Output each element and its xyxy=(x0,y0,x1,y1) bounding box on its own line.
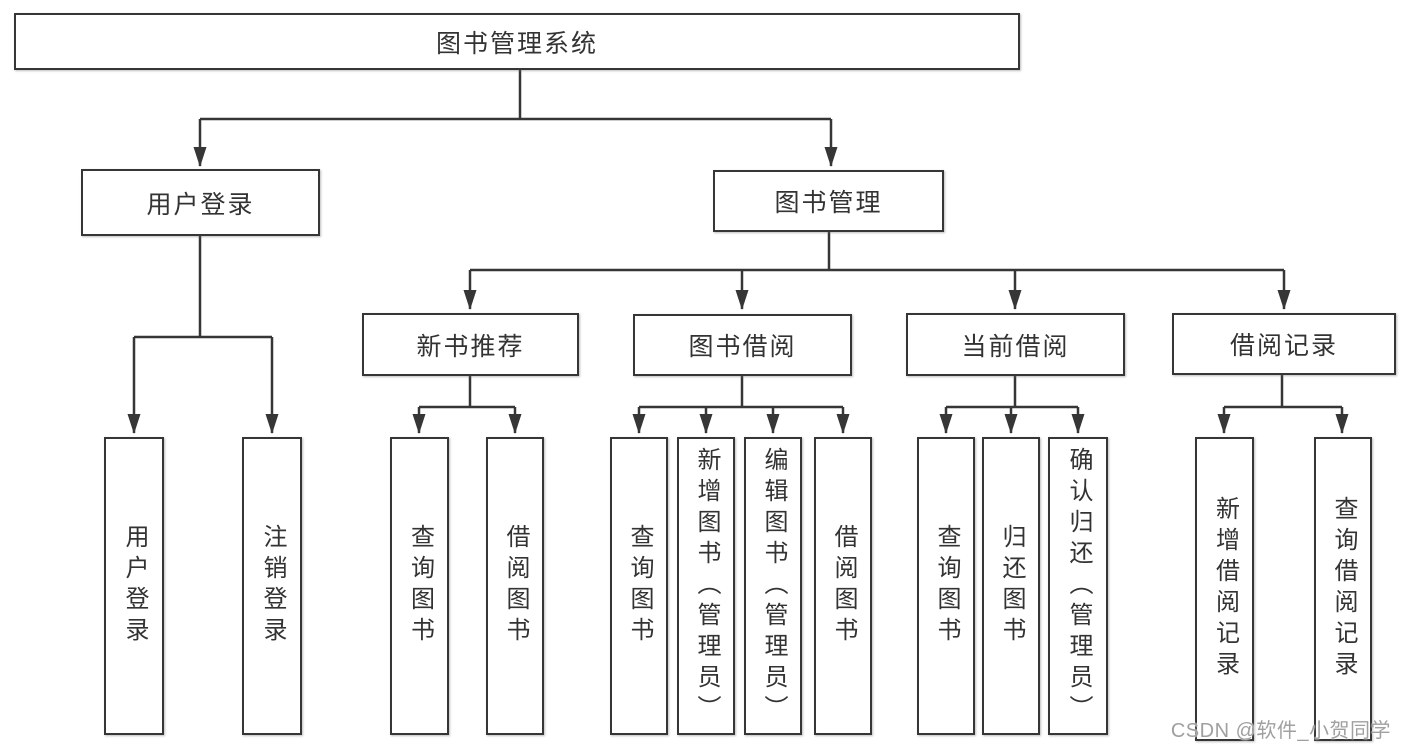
leaf-query-books: 查询图书 xyxy=(917,437,975,735)
leaf-query-books: 查询图书 xyxy=(610,437,668,735)
leaf-query-books: 查询图书 xyxy=(390,437,449,735)
elbow-connectors xyxy=(127,67,1349,434)
leaf-borrow-books: 借阅图书 xyxy=(814,437,872,735)
leaf-user-login: 用户登录 xyxy=(104,437,164,735)
node-user-login: 用户登录 xyxy=(81,169,320,236)
node-borrow-records: 借阅记录 xyxy=(1172,313,1396,375)
node-book-borrow: 图书借阅 xyxy=(633,314,852,376)
leaf-logout: 注销登录 xyxy=(242,437,302,735)
leaf-borrow-books: 借阅图书 xyxy=(486,437,544,735)
node-new-book-recommend: 新书推荐 xyxy=(362,313,579,376)
leaf-add-books-admin: 新增图书（管理员） xyxy=(677,437,735,735)
leaf-edit-books-admin: 编辑图书（管理员） xyxy=(744,437,802,735)
leaf-add-borrow-record: 新增借阅记录 xyxy=(1195,437,1254,741)
leaf-query-borrow-record: 查询借阅记录 xyxy=(1314,437,1372,741)
node-book-management: 图书管理 xyxy=(713,170,944,232)
node-root-system: 图书管理系统 xyxy=(14,13,1020,70)
leaf-return-books: 归还图书 xyxy=(982,437,1040,735)
leaf-confirm-return-admin: 确认归还（管理员） xyxy=(1048,437,1108,735)
csdn-watermark: CSDN @软件_小贺同学 xyxy=(1170,720,1391,742)
node-current-borrow: 当前借阅 xyxy=(906,313,1125,376)
